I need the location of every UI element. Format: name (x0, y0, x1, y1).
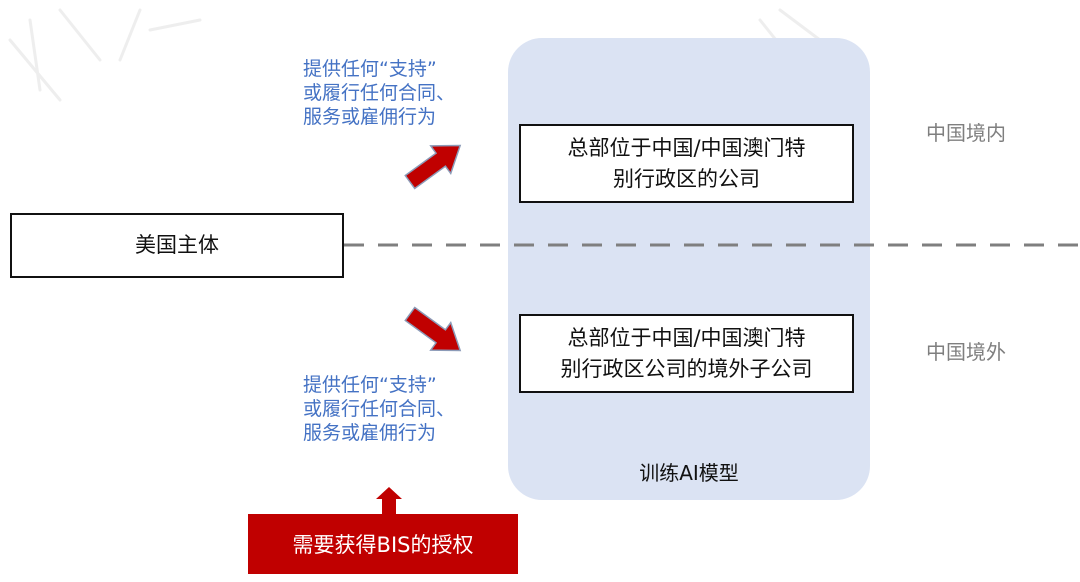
note-top: 提供任何“支持” 或履行任何合同、 服务或雇佣行为 (303, 57, 493, 129)
overseas-subsidiary-line-1: 总部位于中国/中国澳门特 (567, 325, 806, 350)
hq-company-line-2: 别行政区的公司 (612, 166, 760, 191)
ai-training-panel (508, 38, 870, 500)
us-entity-box: 美国主体 (10, 213, 344, 278)
arrow-down-right-icon (404, 306, 462, 352)
note-bottom-line-2: 或履行任何合同、 (303, 398, 456, 420)
note-top-line-3: 服务或雇佣行为 (303, 106, 437, 128)
overseas-subsidiary-box: 总部位于中国/中国澳门特 别行政区公司的境外子公司 (519, 314, 854, 393)
arrow-up-icon (376, 487, 402, 514)
region-inside-china: 中国境内 (926, 121, 1006, 145)
overseas-subsidiary-line-2: 别行政区公司的境外子公司 (560, 356, 813, 381)
panel-label: 训练AI模型 (639, 461, 739, 485)
bis-authorization-label: 需要获得BIS的授权 (292, 533, 474, 557)
arrow-up-right-icon (404, 144, 462, 190)
note-bottom: 提供任何“支持” 或履行任何合同、 服务或雇佣行为 (303, 373, 493, 445)
hq-company-box: 总部位于中国/中国澳门特 别行政区的公司 (519, 124, 854, 203)
hq-company-line-1: 总部位于中国/中国澳门特 (567, 135, 806, 160)
note-top-line-2: 或履行任何合同、 (303, 82, 456, 104)
bis-authorization-box: 需要获得BIS的授权 (248, 514, 518, 574)
note-bottom-line-3: 服务或雇佣行为 (303, 422, 437, 444)
region-outside-china: 中国境外 (926, 340, 1006, 364)
note-bottom-line-1: 提供任何“支持” (303, 374, 437, 396)
note-top-line-1: 提供任何“支持” (303, 58, 437, 80)
us-entity-label: 美国主体 (135, 233, 219, 257)
